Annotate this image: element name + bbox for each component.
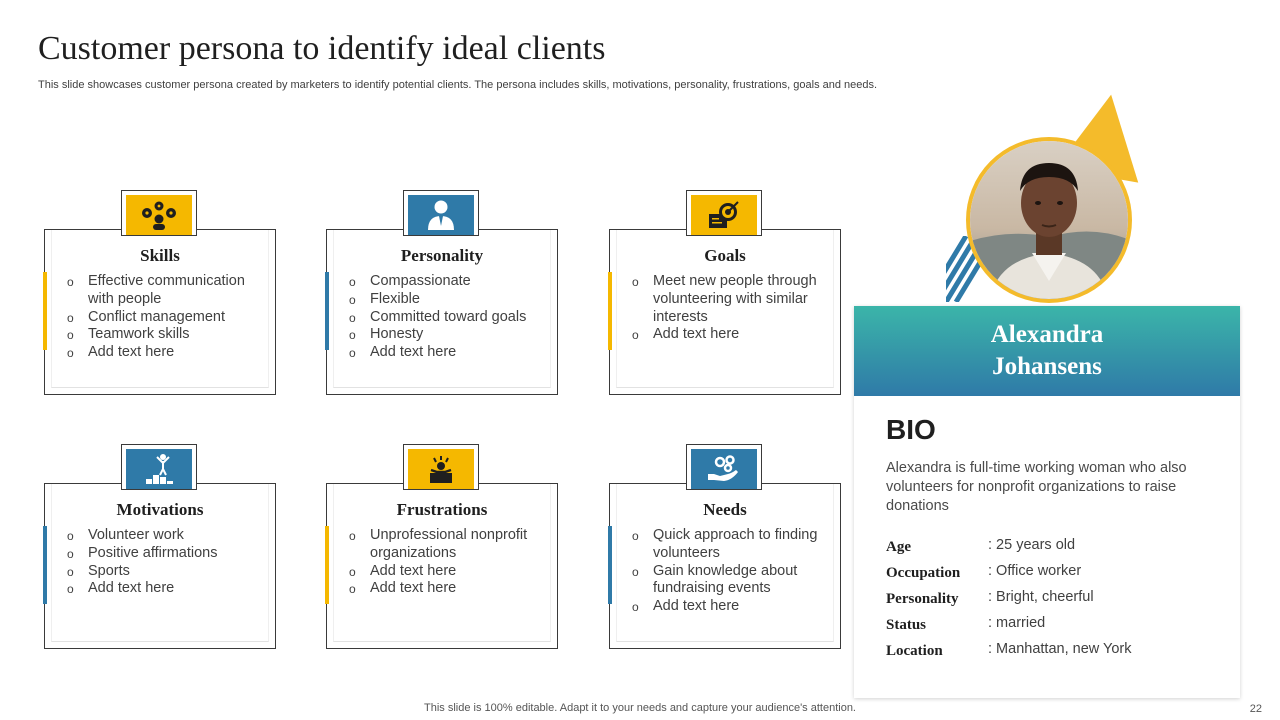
attribute-row-status: Status : married [886,615,1226,639]
hand-gears-icon [708,455,738,481]
card-heading: Skills [140,246,180,265]
card-heading: Needs [703,500,747,519]
frustrations-icon-tab [403,444,479,490]
attribute-value: : Bright, cheerful [988,589,1094,605]
motivations-card: Motivations Volunteer work Positive affi… [43,483,276,649]
attribute-value: : Office worker [988,563,1082,579]
card-list: Unprofessional nonprofit organizations A… [349,527,547,599]
attribute-row-occupation: Occupation : Office worker [886,563,1226,587]
attribute-value: : married [988,615,1046,631]
persona-panel: Alexandra Johansens BIO Alexandra is ful… [854,306,1240,698]
skills-card: Skills Effective communication with peop… [43,229,276,395]
frustrations-card: Frustrations Unprofessional nonprofit or… [325,483,558,649]
businessman-icon [428,200,454,230]
list-item: Committed toward goals [349,309,547,328]
podium-achievement-icon [146,454,173,484]
list-item: Meet new people through volunteering wit… [632,273,830,326]
card-accent-bar [608,272,612,350]
list-item: Teamwork skills [67,326,265,345]
target-icon [709,201,739,228]
card-accent-bar [608,526,612,604]
list-item: Add text here [349,580,547,599]
card-list: Meet new people through volunteering wit… [632,273,830,345]
card-list: Effective communication with people Conf… [67,273,265,363]
list-item: Add text here [67,580,265,599]
list-item: Conflict management [67,309,265,328]
attribute-label: Status [886,617,927,633]
card-accent-bar [43,272,47,350]
card-accent-bar [43,526,47,604]
card-heading: Motivations [116,500,204,519]
list-item: Add text here [349,563,547,582]
personality-card: Personality Compassionate Flexible Commi… [325,229,558,395]
needs-card: Needs Quick approach to finding voluntee… [608,483,841,649]
persona-name-banner: Alexandra Johansens [854,306,1240,396]
card-heading: Personality [400,246,484,265]
list-item: Quick approach to finding volunteers [632,527,830,563]
list-item: Sports [67,563,265,582]
card-list: Compassionate Flexible Committed toward … [349,273,547,363]
card-list: Quick approach to finding volunteers Gai… [632,527,830,617]
attribute-value: : Manhattan, new York [988,641,1132,657]
needs-icon-tab [686,444,762,490]
list-item: Gain knowledge about fundraising events [632,563,830,599]
list-item: Add text here [67,344,265,363]
list-item: Positive affirmations [67,545,265,564]
list-item: Compassionate [349,273,547,292]
attribute-label: Age [886,539,911,555]
people-network-icon [142,201,176,230]
persona-first-name: Alexandra [990,321,1104,348]
bio-heading: BIO [886,414,936,445]
personality-icon-tab [403,190,479,236]
attribute-row-personality: Personality : Bright, cheerful [886,589,1226,613]
card-list: Volunteer work Positive affirmations Spo… [67,527,265,599]
slide-subtitle: This slide showcases customer persona cr… [38,79,878,91]
goals-card: Goals Meet new people through volunteeri… [608,229,841,395]
attribute-label: Occupation [886,565,961,581]
attribute-row-location: Location : Manhattan, new York [886,641,1226,665]
slide-footer: This slide is 100% editable. Adapt it to… [424,702,856,714]
goals-icon-tab [686,190,762,236]
skills-icon-tab [121,190,197,236]
list-item: Honesty [349,326,547,345]
attribute-label: Personality [886,591,959,607]
list-item: Unprofessional nonprofit organizations [349,527,547,563]
attribute-value: : 25 years old [988,537,1076,553]
persona-last-name: Johansens [992,353,1102,380]
persona-avatar [966,137,1132,303]
card-accent-bar [325,272,329,350]
list-item: Add text here [349,344,547,363]
motivations-icon-tab [121,444,197,490]
list-item: Flexible [349,291,547,310]
attribute-row-age: Age : 25 years old [886,537,1226,561]
list-item: Add text here [632,326,830,345]
frustrated-person-icon [430,456,452,483]
list-item: Effective communication with people [67,273,265,309]
slide-title: Customer persona to identify ideal clien… [38,30,606,67]
page-number: 22 [1249,703,1262,715]
card-heading: Frustrations [396,500,488,519]
list-item: Volunteer work [67,527,265,546]
card-accent-bar [325,526,329,604]
list-item: Add text here [632,598,830,617]
card-heading: Goals [704,246,746,265]
attribute-label: Location [886,643,943,659]
bio-text: Alexandra is full-time working woman who… [886,460,1187,514]
